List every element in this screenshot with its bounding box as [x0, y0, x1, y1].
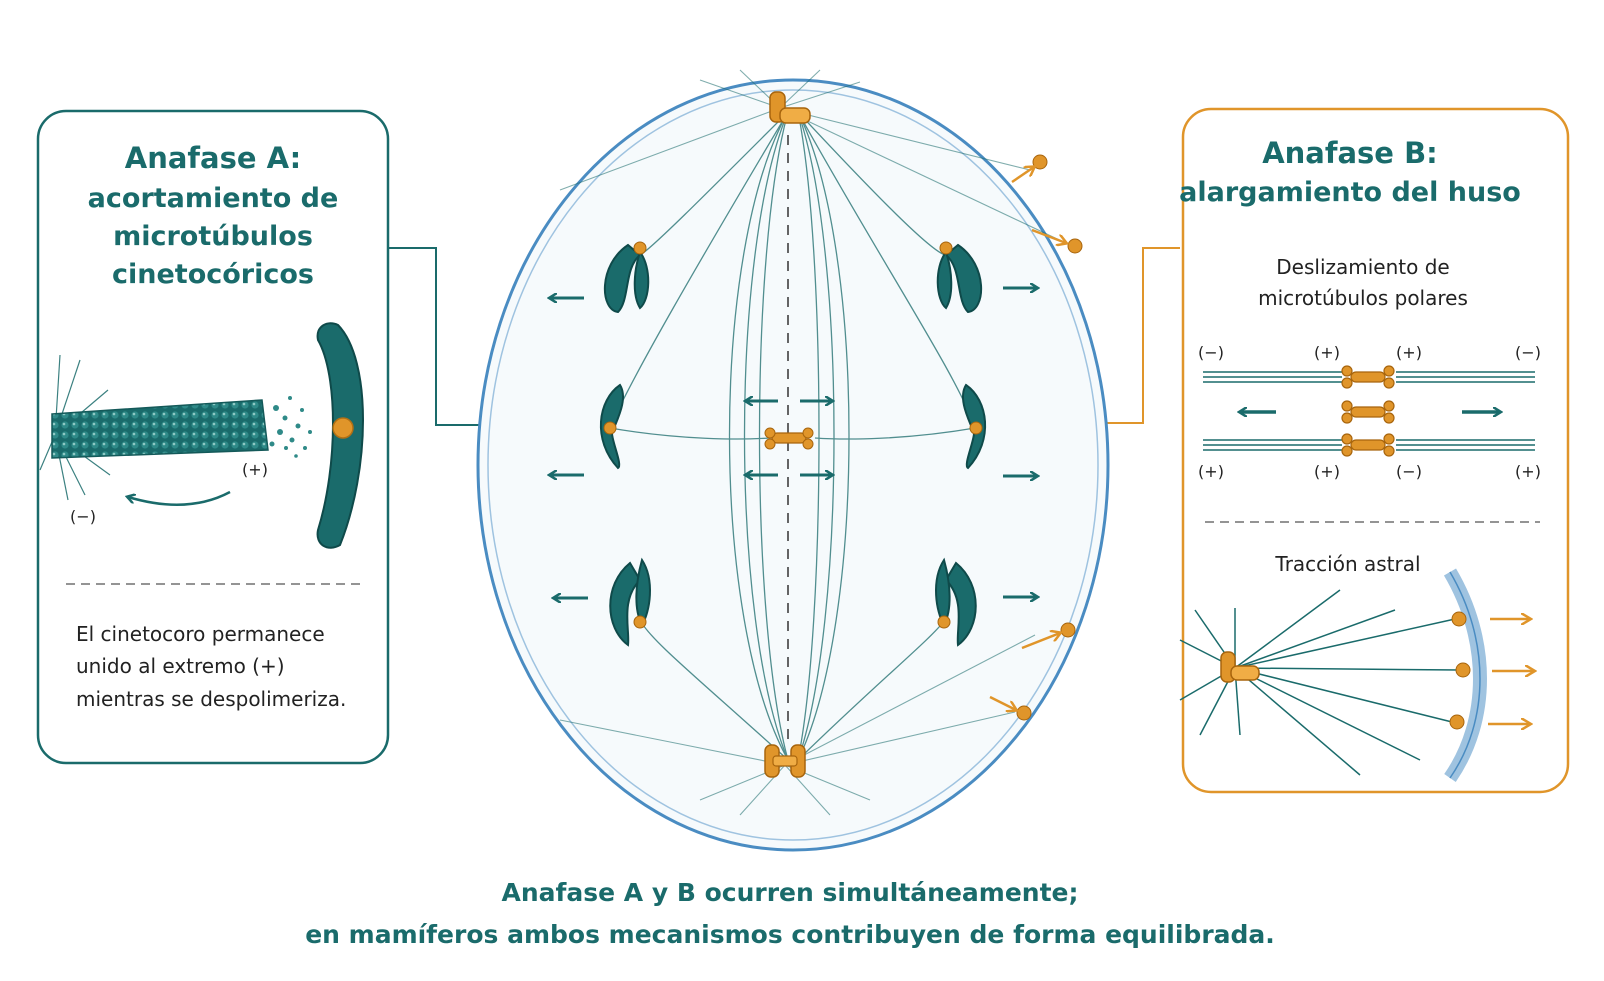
polarity-label-bottom-1: (+): [1198, 462, 1224, 481]
microtubule-bundle: [51, 399, 269, 459]
plus-end-label: (+): [242, 460, 268, 479]
anaphase-a-panel: Anafase A: acortamiento de microtúbulos …: [36, 109, 390, 765]
polarity-label-bottom-2: (+): [1314, 462, 1340, 481]
cortical-pull-arrows: [1488, 619, 1534, 724]
polar-microtubules: [1203, 371, 1535, 451]
anaphase-a-subtitle-2: microtúbulos: [113, 221, 313, 252]
footer-line-2: en mamíferos ambos mecanismos contribuye…: [305, 920, 1275, 949]
cortical-anchors-detail: [1449, 611, 1471, 730]
anaphase-a-subtitle-1: acortamiento de: [88, 183, 339, 214]
depolymerization-arrow: [128, 490, 231, 506]
sliding-label-line-1: Deslizamiento de: [1276, 255, 1449, 279]
footer-line-1: Anafase A y B ocurren simultáneamente;: [501, 878, 1078, 907]
chromosomes-left: [599, 241, 651, 647]
cortical-dynein-anchors: [989, 154, 1083, 721]
anaphase-a-frame: [36, 109, 390, 765]
chromosome-movement-arrows: [550, 288, 1037, 598]
anaphase-b-title: Anafase B:: [1262, 136, 1438, 170]
polarity-label-top-4: (−): [1515, 343, 1541, 362]
caption-line-2: unido al extremo (+): [76, 654, 285, 678]
polarity-label-top-2: (+): [1314, 343, 1340, 362]
astral-microtubules: [1179, 589, 1461, 776]
centrosome-top: [769, 91, 811, 124]
astral-pulling-illustration: [1179, 568, 1534, 782]
astral-pulling-label: Tracción astral: [1274, 552, 1420, 576]
chromosomes-right: [935, 241, 987, 647]
dividing-cell: [476, 69, 1110, 852]
astral-centrosome: [1220, 651, 1260, 683]
anaphase-b-subtitle: alargamiento del huso: [1179, 177, 1521, 208]
kinetochore-detail: [332, 417, 354, 439]
anaphase-a-subtitle-3: cinetocóricos: [112, 259, 314, 290]
sliding-label-line-2: microtúbulos polares: [1258, 286, 1468, 310]
polarity-label-bottom-4: (+): [1515, 462, 1541, 481]
polarity-label-bottom-3: (−): [1396, 462, 1422, 481]
polarity-label-top-1: (−): [1198, 343, 1224, 362]
cell-cortex: [487, 89, 1099, 841]
polarity-label-top-3: (+): [1396, 343, 1422, 362]
anaphase-b-panel: Anafase B: alargamiento del huso Desliza…: [1179, 107, 1570, 794]
caption-line-3: mientras se despolimeriza.: [76, 687, 346, 711]
tubulin-fragments: [269, 396, 312, 458]
central-kinesin-motor: [764, 427, 814, 450]
cell-membrane: [476, 78, 1110, 852]
caption-line-1: El cinetocoro permanece: [76, 622, 325, 646]
sliding-motors: [1341, 365, 1395, 457]
centrosome-bottom: [764, 744, 806, 778]
depolymerizing-microtubule-illustration: (+) (−): [39, 322, 364, 549]
cortex-edge: [1449, 571, 1481, 779]
anaphase-a-title: Anafase A:: [125, 141, 301, 175]
anaphase-b-frame: [1181, 107, 1570, 794]
minus-end-label: (−): [70, 507, 96, 526]
